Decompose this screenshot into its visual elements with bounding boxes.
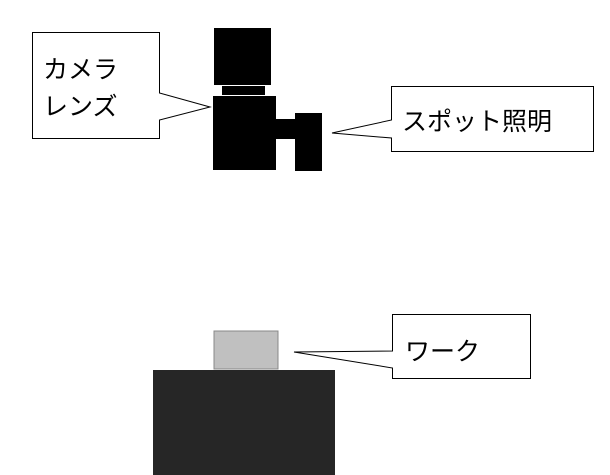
spot-light-label: スポット照明 — [402, 107, 552, 136]
callout-work: ワーク — [293, 314, 531, 379]
stage — [153, 370, 335, 475]
work-label: ワーク — [405, 337, 480, 366]
camera-body-top — [214, 28, 271, 85]
work-piece — [213, 330, 279, 370]
spot-light — [276, 113, 322, 171]
spot-light-arm — [276, 119, 296, 139]
camera-label-line1: カメラ — [43, 55, 118, 84]
spot-light-head — [295, 113, 322, 171]
camera — [213, 28, 276, 170]
camera-label-line2: レンズ — [43, 92, 118, 121]
camera-lens-body — [213, 96, 276, 170]
callout-camera-lens: カメラ レンズ — [32, 32, 212, 139]
callout-spot-light: スポット照明 — [331, 86, 594, 152]
camera-neck — [222, 86, 265, 95]
